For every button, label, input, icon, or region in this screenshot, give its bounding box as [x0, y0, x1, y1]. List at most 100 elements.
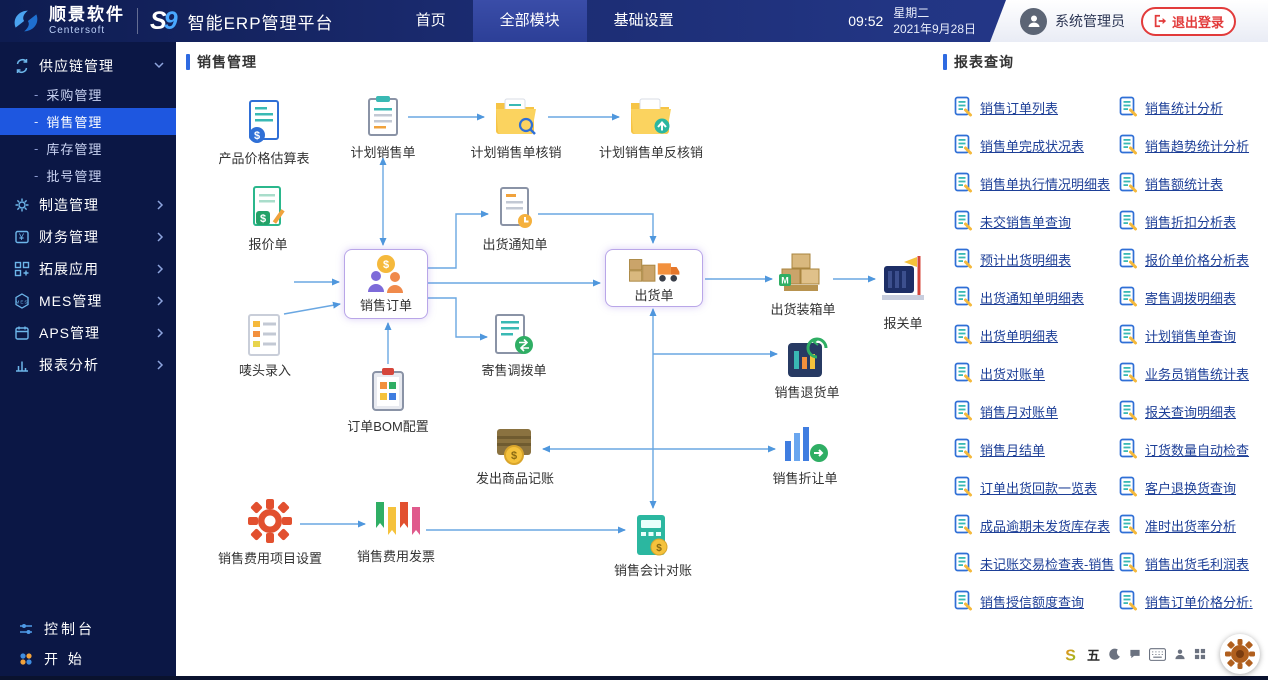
report-link[interactable]: 未交销售单查询 — [980, 214, 1072, 230]
report-link-item[interactable]: 出货通知单明细表 — [953, 278, 1116, 316]
report-link-item[interactable]: 出货单明细表 — [953, 316, 1116, 354]
report-link[interactable]: 报关查询明细表 — [1145, 404, 1237, 420]
flow-node-ship-notice[interactable]: 出货通知单 — [460, 185, 570, 253]
sidebar-group-mes[interactable]: MES MES管理 — [0, 285, 176, 317]
report-link[interactable]: 销售订单价格分析: — [1145, 594, 1253, 610]
flow-node-quotation[interactable]: $ 报价单 — [213, 185, 323, 253]
report-link-item[interactable]: 报价单价格分析表 — [1118, 240, 1267, 278]
report-link-item[interactable]: 销售月对账单 — [953, 392, 1116, 430]
flow-node-sales-order[interactable]: $ 销售订单 — [344, 249, 428, 319]
report-link[interactable]: 准时出货率分析 — [1145, 518, 1237, 534]
report-link[interactable]: 销售授信额度查询 — [980, 594, 1085, 610]
report-link-item[interactable]: 销售单执行情况明细表 — [953, 164, 1116, 202]
flow-node-allowance[interactable]: 销售折让单 — [750, 423, 860, 487]
report-link[interactable]: 销售出货毛利润表 — [1145, 556, 1250, 572]
flow-node-packing-list[interactable]: M 出货装箱单 — [746, 250, 860, 318]
report-link[interactable]: 寄售调拨明细表 — [1145, 290, 1237, 306]
report-link[interactable]: 订单出货回款一览表 — [980, 480, 1098, 496]
report-link-item[interactable]: 寄售调拨明细表 — [1118, 278, 1267, 316]
sidebar-group-report-analysis[interactable]: 报表分析 — [0, 349, 176, 381]
sidebar-item-purchase[interactable]: 采购管理 — [0, 81, 176, 108]
report-link[interactable]: 销售单完成状况表 — [980, 138, 1085, 154]
report-link-item[interactable]: 业务员销售统计表 — [1118, 354, 1267, 392]
flow-node-marks-entry[interactable]: 唛头录入 — [210, 313, 320, 379]
report-link-item[interactable]: 销售订单列表 — [953, 88, 1116, 126]
report-link-item[interactable]: 销售折扣分析表 — [1118, 202, 1267, 240]
report-link-item[interactable]: 预计出货明细表 — [953, 240, 1116, 278]
user-small-icon[interactable] — [1174, 648, 1186, 660]
report-link[interactable]: 出货通知单明细表 — [980, 290, 1085, 306]
flow-node-accounting[interactable]: $ 销售会计对账 — [596, 513, 710, 579]
flow-node-goods-ledger[interactable]: $ 发出商品记账 — [458, 423, 572, 487]
sidebar-group-aps[interactable]: APS管理 — [0, 317, 176, 349]
report-link[interactable]: 计划销售单查询 — [1145, 328, 1237, 344]
keyboard-icon[interactable] — [1149, 647, 1166, 661]
report-link-item[interactable]: 客户退换货查询 — [1118, 468, 1267, 506]
report-link-item[interactable]: 订单出货回款一览表 — [953, 468, 1116, 506]
sidebar-group-finance[interactable]: ¥ 财务管理 — [0, 221, 176, 253]
flow-node-shipment[interactable]: 出货单 — [605, 249, 703, 307]
settings-gear-button[interactable] — [1220, 634, 1260, 674]
sidebar-item-inventory[interactable]: 库存管理 — [0, 135, 176, 162]
ime-mode-badge[interactable]: 五 — [1086, 647, 1100, 663]
sidebar-item-batch[interactable]: 批号管理 — [0, 162, 176, 189]
report-link[interactable]: 预计出货明细表 — [980, 252, 1072, 268]
user-avatar[interactable] — [1020, 7, 1047, 35]
report-link[interactable]: 销售月对账单 — [980, 404, 1059, 420]
nav-home[interactable]: 首页 — [415, 12, 446, 29]
sidebar-group-supply-chain[interactable]: 供应链管理 — [0, 50, 176, 81]
report-link[interactable]: 报价单价格分析表 — [1145, 252, 1250, 268]
report-link[interactable]: 销售统计分析 — [1145, 100, 1224, 116]
report-link[interactable]: 订货数量自动检查 — [1145, 442, 1250, 458]
report-link-item[interactable]: 未交销售单查询 — [953, 202, 1116, 240]
flow-node-expense-setup[interactable]: 销售费用项目设置 — [202, 497, 338, 567]
flow-node-planned-verify[interactable]: 计划销售单核销 — [458, 95, 574, 161]
report-link[interactable]: 销售单执行情况明细表 — [980, 176, 1111, 192]
flow-node-expense-invoice[interactable]: 销售费用发票 — [342, 497, 450, 565]
flow-node-consignment[interactable]: 寄售调拨单 — [459, 313, 569, 379]
report-link[interactable]: 销售折扣分析表 — [1145, 214, 1237, 230]
report-link-item[interactable]: 销售单完成状况表 — [953, 126, 1116, 164]
report-link-item[interactable]: 订货数量自动检查 — [1118, 430, 1267, 468]
report-link[interactable]: 销售订单列表 — [980, 100, 1059, 116]
flow-node-planned-order[interactable]: 计划销售单 — [328, 95, 438, 161]
report-link[interactable]: 客户退换货查询 — [1145, 480, 1237, 496]
report-link-item[interactable]: 准时出货率分析 — [1118, 506, 1267, 544]
sogou-input-icon[interactable]: S — [1062, 646, 1079, 663]
flow-node-order-bom[interactable]: 订单BOM配置 — [326, 367, 450, 435]
report-link-item[interactable]: 销售授信额度查询 — [953, 582, 1116, 620]
grid-icon[interactable] — [1194, 648, 1206, 660]
report-link[interactable]: 未记账交易检查表-销售 — [980, 556, 1115, 572]
report-link-item[interactable]: 出货对账单 — [953, 354, 1116, 392]
flow-node-customs[interactable]: 报关单 — [854, 252, 952, 332]
sidebar-group-manufacturing[interactable]: 制造管理 — [0, 189, 176, 221]
report-link[interactable]: 销售月结单 — [980, 442, 1046, 458]
report-link-item[interactable]: 销售额统计表 — [1118, 164, 1267, 202]
nav-all-modules[interactable]: 全部模块 — [472, 0, 587, 42]
report-link[interactable]: 业务员销售统计表 — [1145, 366, 1250, 382]
flow-node-price-estimate[interactable]: $ 产品价格估算表 — [209, 99, 319, 167]
speech-bubble-icon[interactable] — [1129, 648, 1141, 660]
report-link[interactable]: 销售趋势统计分析 — [1145, 138, 1250, 154]
report-link-item[interactable]: 未记账交易检查表-销售 — [953, 544, 1116, 582]
moon-icon[interactable] — [1108, 648, 1121, 661]
report-link-item[interactable]: 销售趋势统计分析 — [1118, 126, 1267, 164]
nav-basic-settings[interactable]: 基础设置 — [613, 12, 674, 29]
logout-button[interactable]: 退出登录 — [1141, 6, 1237, 36]
report-link-item[interactable]: 报关查询明细表 — [1118, 392, 1267, 430]
console-button[interactable]: 控制台 — [0, 614, 176, 644]
report-link[interactable]: 出货对账单 — [980, 366, 1046, 382]
report-link-item[interactable]: 成品逾期未发货库存表 — [953, 506, 1116, 544]
report-link-item[interactable]: 销售统计分析 — [1118, 88, 1267, 126]
report-link[interactable]: 成品逾期未发货库存表 — [980, 518, 1111, 534]
start-button[interactable]: 开 始 — [0, 644, 176, 674]
report-link-item[interactable]: 销售订单价格分析: — [1118, 582, 1267, 620]
report-link-item[interactable]: 销售出货毛利润表 — [1118, 544, 1267, 582]
report-link[interactable]: 销售额统计表 — [1145, 176, 1224, 192]
report-link-item[interactable]: 计划销售单查询 — [1118, 316, 1267, 354]
sidebar-item-sales[interactable]: 销售管理 — [0, 108, 176, 135]
report-link-item[interactable]: 销售月结单 — [953, 430, 1116, 468]
flow-node-planned-unverify[interactable]: 计划销售单反核销 — [584, 95, 718, 161]
report-link[interactable]: 出货单明细表 — [980, 328, 1059, 344]
flow-node-sales-return[interactable]: 销售退货单 — [752, 337, 862, 401]
